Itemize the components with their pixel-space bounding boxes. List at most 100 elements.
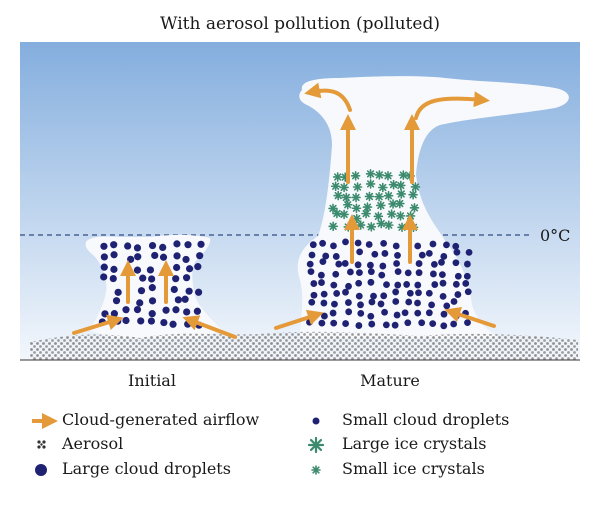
large-droplet — [355, 322, 363, 329]
large-droplet — [404, 269, 412, 277]
large-droplet — [318, 319, 326, 327]
small-ice-crystal — [328, 203, 338, 214]
large-droplet — [463, 272, 471, 280]
legend-large-droplets-label: Large cloud droplets — [62, 459, 231, 478]
small-ice-crystal — [351, 203, 362, 214]
large-droplet — [367, 268, 375, 276]
large-droplet — [330, 281, 338, 289]
legend-small-droplets-label: Small cloud droplets — [342, 410, 510, 429]
large-droplet — [439, 279, 447, 287]
large-droplet — [173, 263, 181, 272]
large-droplet — [406, 289, 414, 297]
large-droplet — [378, 271, 386, 279]
large-droplet — [450, 298, 458, 305]
large-droplet — [357, 301, 364, 309]
large-droplet — [151, 251, 159, 260]
mature-cloud — [297, 76, 569, 339]
small-ice-crystal — [351, 192, 361, 203]
large-droplet — [429, 240, 437, 248]
large-droplet — [148, 297, 157, 305]
small-droplet-icon — [312, 417, 320, 425]
large-droplet — [415, 269, 423, 277]
mature-droplets-group — [306, 238, 473, 330]
small-ice-crystal — [397, 222, 407, 233]
large-droplet — [197, 240, 205, 248]
large-droplet — [394, 268, 402, 276]
large-droplet — [333, 290, 341, 297]
large-droplet — [415, 260, 423, 267]
large-droplet — [160, 318, 168, 327]
large-droplet — [380, 292, 388, 300]
small-ice-crystal — [396, 180, 406, 191]
large-droplet — [440, 253, 448, 260]
large-droplet — [414, 299, 421, 307]
large-droplet — [137, 287, 146, 295]
large-droplet — [418, 251, 426, 259]
large-droplet — [308, 298, 316, 306]
large-droplet — [392, 298, 400, 305]
diagram-title: With aerosol pollution (polluted) — [160, 14, 440, 34]
large-droplet — [329, 309, 337, 317]
initial-inflow-left-arrow — [72, 314, 124, 335]
large-droplet — [162, 306, 170, 314]
initial-inflow-right-arrow — [182, 315, 237, 339]
large-droplet — [368, 320, 376, 328]
large-droplet — [318, 279, 325, 286]
legend-small-ice-label: Small ice crystals — [342, 459, 485, 478]
small-ice-crystal — [388, 179, 399, 190]
large-droplet — [394, 281, 402, 289]
small-ice-crystal — [364, 191, 375, 202]
large-droplet — [136, 299, 144, 307]
large-droplet — [196, 252, 204, 260]
large-droplet — [109, 274, 117, 283]
large-ice-crystal-glyph — [307, 436, 325, 454]
small-ice-crystal — [352, 182, 363, 192]
small-ice-crystal — [342, 199, 353, 210]
large-droplet — [367, 278, 375, 286]
large-droplet — [371, 250, 379, 258]
large-droplet — [356, 269, 363, 277]
large-droplet — [429, 320, 437, 328]
large-ice-crystal-icon — [307, 436, 325, 454]
initial-droplets-group — [98, 240, 205, 329]
small-ice-crystal — [341, 192, 352, 203]
small-ice-crystal — [328, 221, 338, 232]
small-ice-crystal — [398, 170, 409, 180]
large-droplet — [110, 251, 118, 259]
large-droplet — [100, 273, 108, 281]
large-droplet — [320, 290, 328, 298]
large-droplet — [342, 238, 349, 246]
large-droplet — [133, 266, 142, 274]
large-droplet — [110, 265, 118, 273]
stage-initial-label: Initial — [128, 371, 176, 390]
large-droplet — [182, 274, 191, 282]
large-droplet — [438, 271, 446, 279]
large-droplet — [306, 260, 314, 268]
large-droplet — [310, 280, 318, 287]
large-droplet — [403, 281, 411, 288]
small-ice-crystal — [333, 190, 344, 201]
small-ice-crystal — [410, 182, 421, 192]
large-droplet — [464, 260, 471, 268]
large-droplet — [310, 291, 318, 299]
large-droplet — [308, 251, 316, 259]
small-ice-crystal — [366, 222, 377, 232]
small-ice-crystal — [332, 208, 342, 219]
small-ice-crystal — [377, 182, 388, 193]
large-droplet — [170, 285, 178, 294]
small-ice-crystal — [395, 198, 405, 209]
large-droplet — [368, 298, 376, 306]
mature-inflow-right-arrow — [444, 306, 496, 328]
small-ice-crystal — [386, 209, 397, 219]
large-droplet — [450, 320, 458, 328]
large-droplet — [370, 292, 377, 300]
large-droplet — [425, 289, 433, 297]
large-droplet — [148, 275, 156, 283]
large-droplet — [307, 268, 315, 276]
small-ice-crystal — [373, 211, 384, 222]
small-ice-crystal — [376, 218, 387, 229]
large-droplet — [414, 281, 422, 289]
large-droplet — [428, 301, 435, 309]
large-droplet — [169, 320, 177, 328]
large-droplet — [405, 298, 413, 306]
